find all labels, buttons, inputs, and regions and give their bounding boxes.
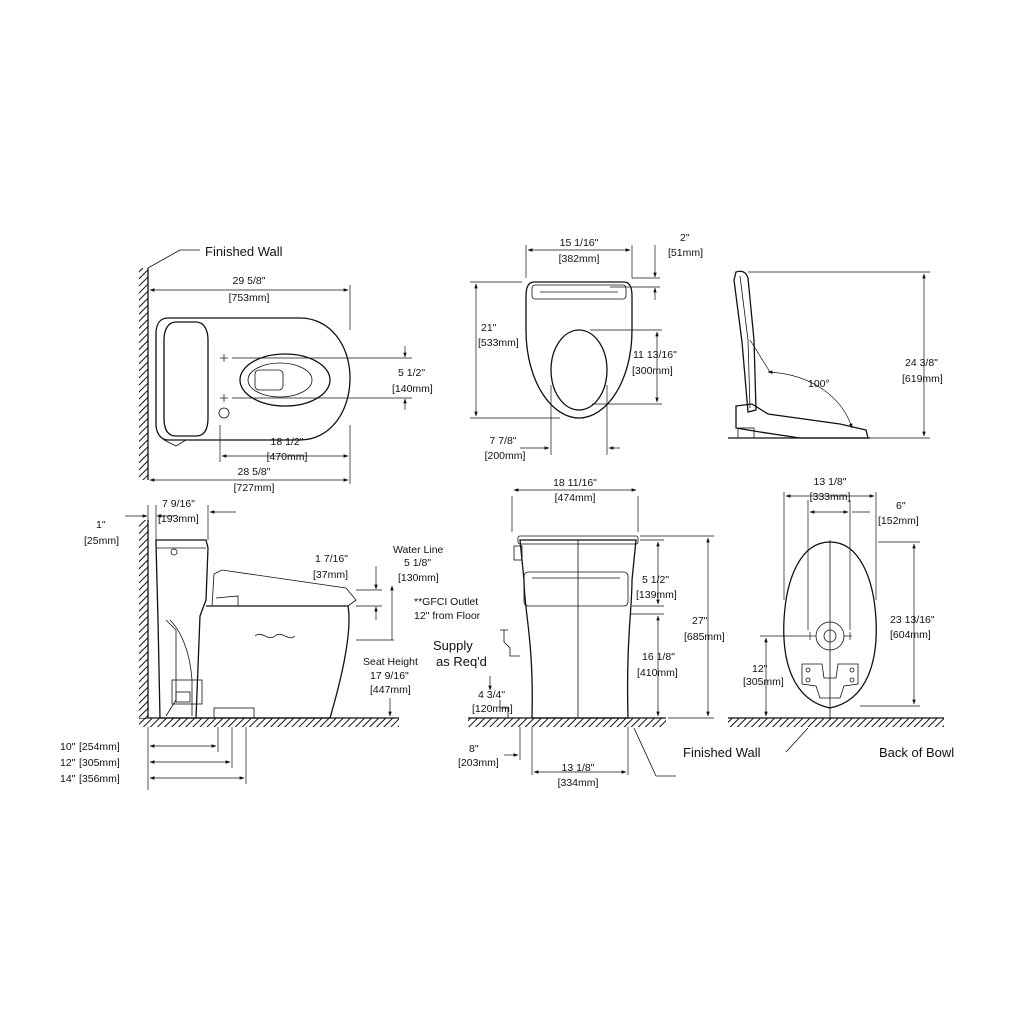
seat-top-view: 15 1/16" [382mm] 2" [51mm] 21" [533mm] 1… (470, 232, 703, 462)
back-length-metric: [604mm] (890, 629, 931, 641)
tank-side-outline (155, 539, 209, 719)
seat-outline (525, 281, 633, 419)
bowl-top-outline (239, 353, 331, 407)
supply-label-line1: Supply (433, 638, 473, 653)
top-mounting-spacing-imperial: 5 1/2" (398, 367, 425, 379)
lid-open-view: 24 3/8" [619mm] 100° (728, 270, 943, 439)
tank-to-wall-metric: [193mm] (158, 513, 199, 525)
seat-hinge-offset-imperial: 2" (680, 232, 690, 244)
rough-14-metric: [356mm] (79, 773, 120, 785)
front-body-outline (519, 539, 637, 719)
angle-label: 100° (808, 378, 830, 390)
rough-10-metric: [254mm] (79, 741, 120, 753)
bowl-side-outline (196, 605, 350, 719)
side-elevation-view: 1" [25mm] 7 9/16" [193mm] 1 7/16" [37mm]… (60, 498, 481, 790)
top-overall-len-imperial: 29 5/8" (233, 275, 266, 287)
seat-side-outline (735, 403, 869, 439)
supply-offset-metric: [203mm] (458, 757, 499, 769)
back-width-metric: [333mm] (810, 491, 851, 503)
seat-opening-len-metric: [300mm] (632, 365, 673, 377)
open-lid-outline (733, 270, 757, 413)
front-seat-thickness-imperial: 5 1/2" (642, 574, 669, 586)
seat-height-imperial: 17 9/16" (370, 670, 409, 682)
lid-thickness-imperial: 1 7/16" (315, 553, 348, 565)
gfci-label-line2: 12" from Floor (414, 610, 481, 622)
front-elevation-view: Supply as Req'd 4 3/4" [120mm] 8" [203mm… (433, 477, 761, 789)
floor-front-view (468, 718, 666, 727)
rough-14-imperial: 14" (60, 773, 76, 785)
top-overall-len-metric: [753mm] (229, 292, 270, 304)
back-bolt-spacing-metric: [152mm] (878, 515, 919, 527)
floor-back-view (728, 718, 944, 727)
water-line-imperial: 5 1/8" (404, 557, 431, 569)
supply-label-line2: as Req'd (436, 654, 487, 669)
seat-opening-len-imperial: 11 13/16" (633, 349, 677, 361)
finished-wall-top-label: Finished Wall (205, 244, 283, 259)
front-rim-height-imperial: 16 1/8" (642, 651, 675, 663)
water-line-label: Water Line (393, 544, 444, 556)
rough-12-metric: [305mm] (79, 757, 120, 769)
top-base-len-imperial: 28 5/8" (238, 466, 271, 478)
back-of-bowl-view: 13 1/8" [333mm] 6" [152mm] 23 13/16" [60… (728, 476, 954, 760)
seat-opening-width-metric: [200mm] (485, 450, 526, 462)
top-bowl-len-metric: [470mm] (267, 451, 308, 463)
control-button-icon (218, 407, 230, 419)
seat-opening-outline (550, 329, 608, 411)
top-mounting-spacing-metric: [140mm] (392, 383, 433, 395)
seat-height-label: Seat Height (363, 656, 418, 668)
supply-height-metric: [120mm] (472, 703, 513, 715)
wall-gap-metric: [25mm] (84, 535, 119, 547)
tank-top-outline (163, 321, 209, 437)
lid-open-height-metric: [619mm] (902, 373, 943, 385)
front-base-width-metric: [334mm] (558, 777, 599, 789)
rough-12-imperial: 12" (60, 757, 76, 769)
front-height-metric: [685mm] (684, 631, 725, 643)
front-width-metric: [474mm] (555, 492, 596, 504)
front-height-imperial: 27" (692, 615, 708, 627)
top-base-len-metric: [727mm] (234, 482, 275, 494)
seat-hinge-offset-metric: [51mm] (668, 247, 703, 259)
back-width-imperial: 13 1/8" (814, 476, 847, 488)
front-base-width-imperial: 13 1/8" (562, 762, 595, 774)
front-width-imperial: 18 11/16" (553, 477, 597, 489)
tank-to-wall-imperial: 7 9/16" (162, 498, 195, 510)
wall-gap-imperial: 1" (96, 519, 106, 531)
back-length-imperial: 23 13/16" (890, 614, 935, 626)
finished-wall-top-view (139, 268, 148, 480)
seat-length-metric: [533mm] (478, 337, 519, 349)
supply-height-imperial: 4 3/4" (478, 689, 505, 701)
seat-length-imperial: 21" (481, 322, 497, 334)
rough-10-imperial: 10" (60, 741, 76, 753)
water-line-metric: [130mm] (398, 572, 439, 584)
toilet-top-outline (155, 317, 351, 441)
floor-side-view (139, 718, 399, 727)
finished-wall-side-view (139, 520, 148, 718)
back-of-bowl-label: Back of Bowl (879, 745, 954, 760)
seat-width-imperial: 15 1/16" (560, 237, 599, 249)
seat-width-metric: [382mm] (559, 253, 600, 265)
top-bowl-len-imperial: 18 1/2" (271, 436, 304, 448)
back-outlet-height-metric: [305mm] (743, 676, 784, 688)
front-seat-thickness-metric: [139mm] (636, 589, 677, 601)
front-rim-height-metric: [410mm] (637, 667, 678, 679)
gfci-label-line1: **GFCI Outlet (414, 596, 478, 608)
top-view: Finished Wall 29 5/8" [753mm] 5 1/2" [14… (139, 244, 433, 494)
supply-offset-imperial: 8" (469, 743, 479, 755)
lid-thickness-metric: [37mm] (313, 569, 348, 581)
seat-height-metric: [447mm] (370, 684, 411, 696)
back-outlet-height-imperial: 12" (752, 663, 768, 675)
seat-opening-width-imperial: 7 7/8" (489, 435, 516, 447)
back-bolt-spacing-imperial: 6" (896, 500, 906, 512)
lid-open-height-imperial: 24 3/8" (905, 357, 938, 369)
finished-wall-bottom-label: Finished Wall (683, 745, 761, 760)
